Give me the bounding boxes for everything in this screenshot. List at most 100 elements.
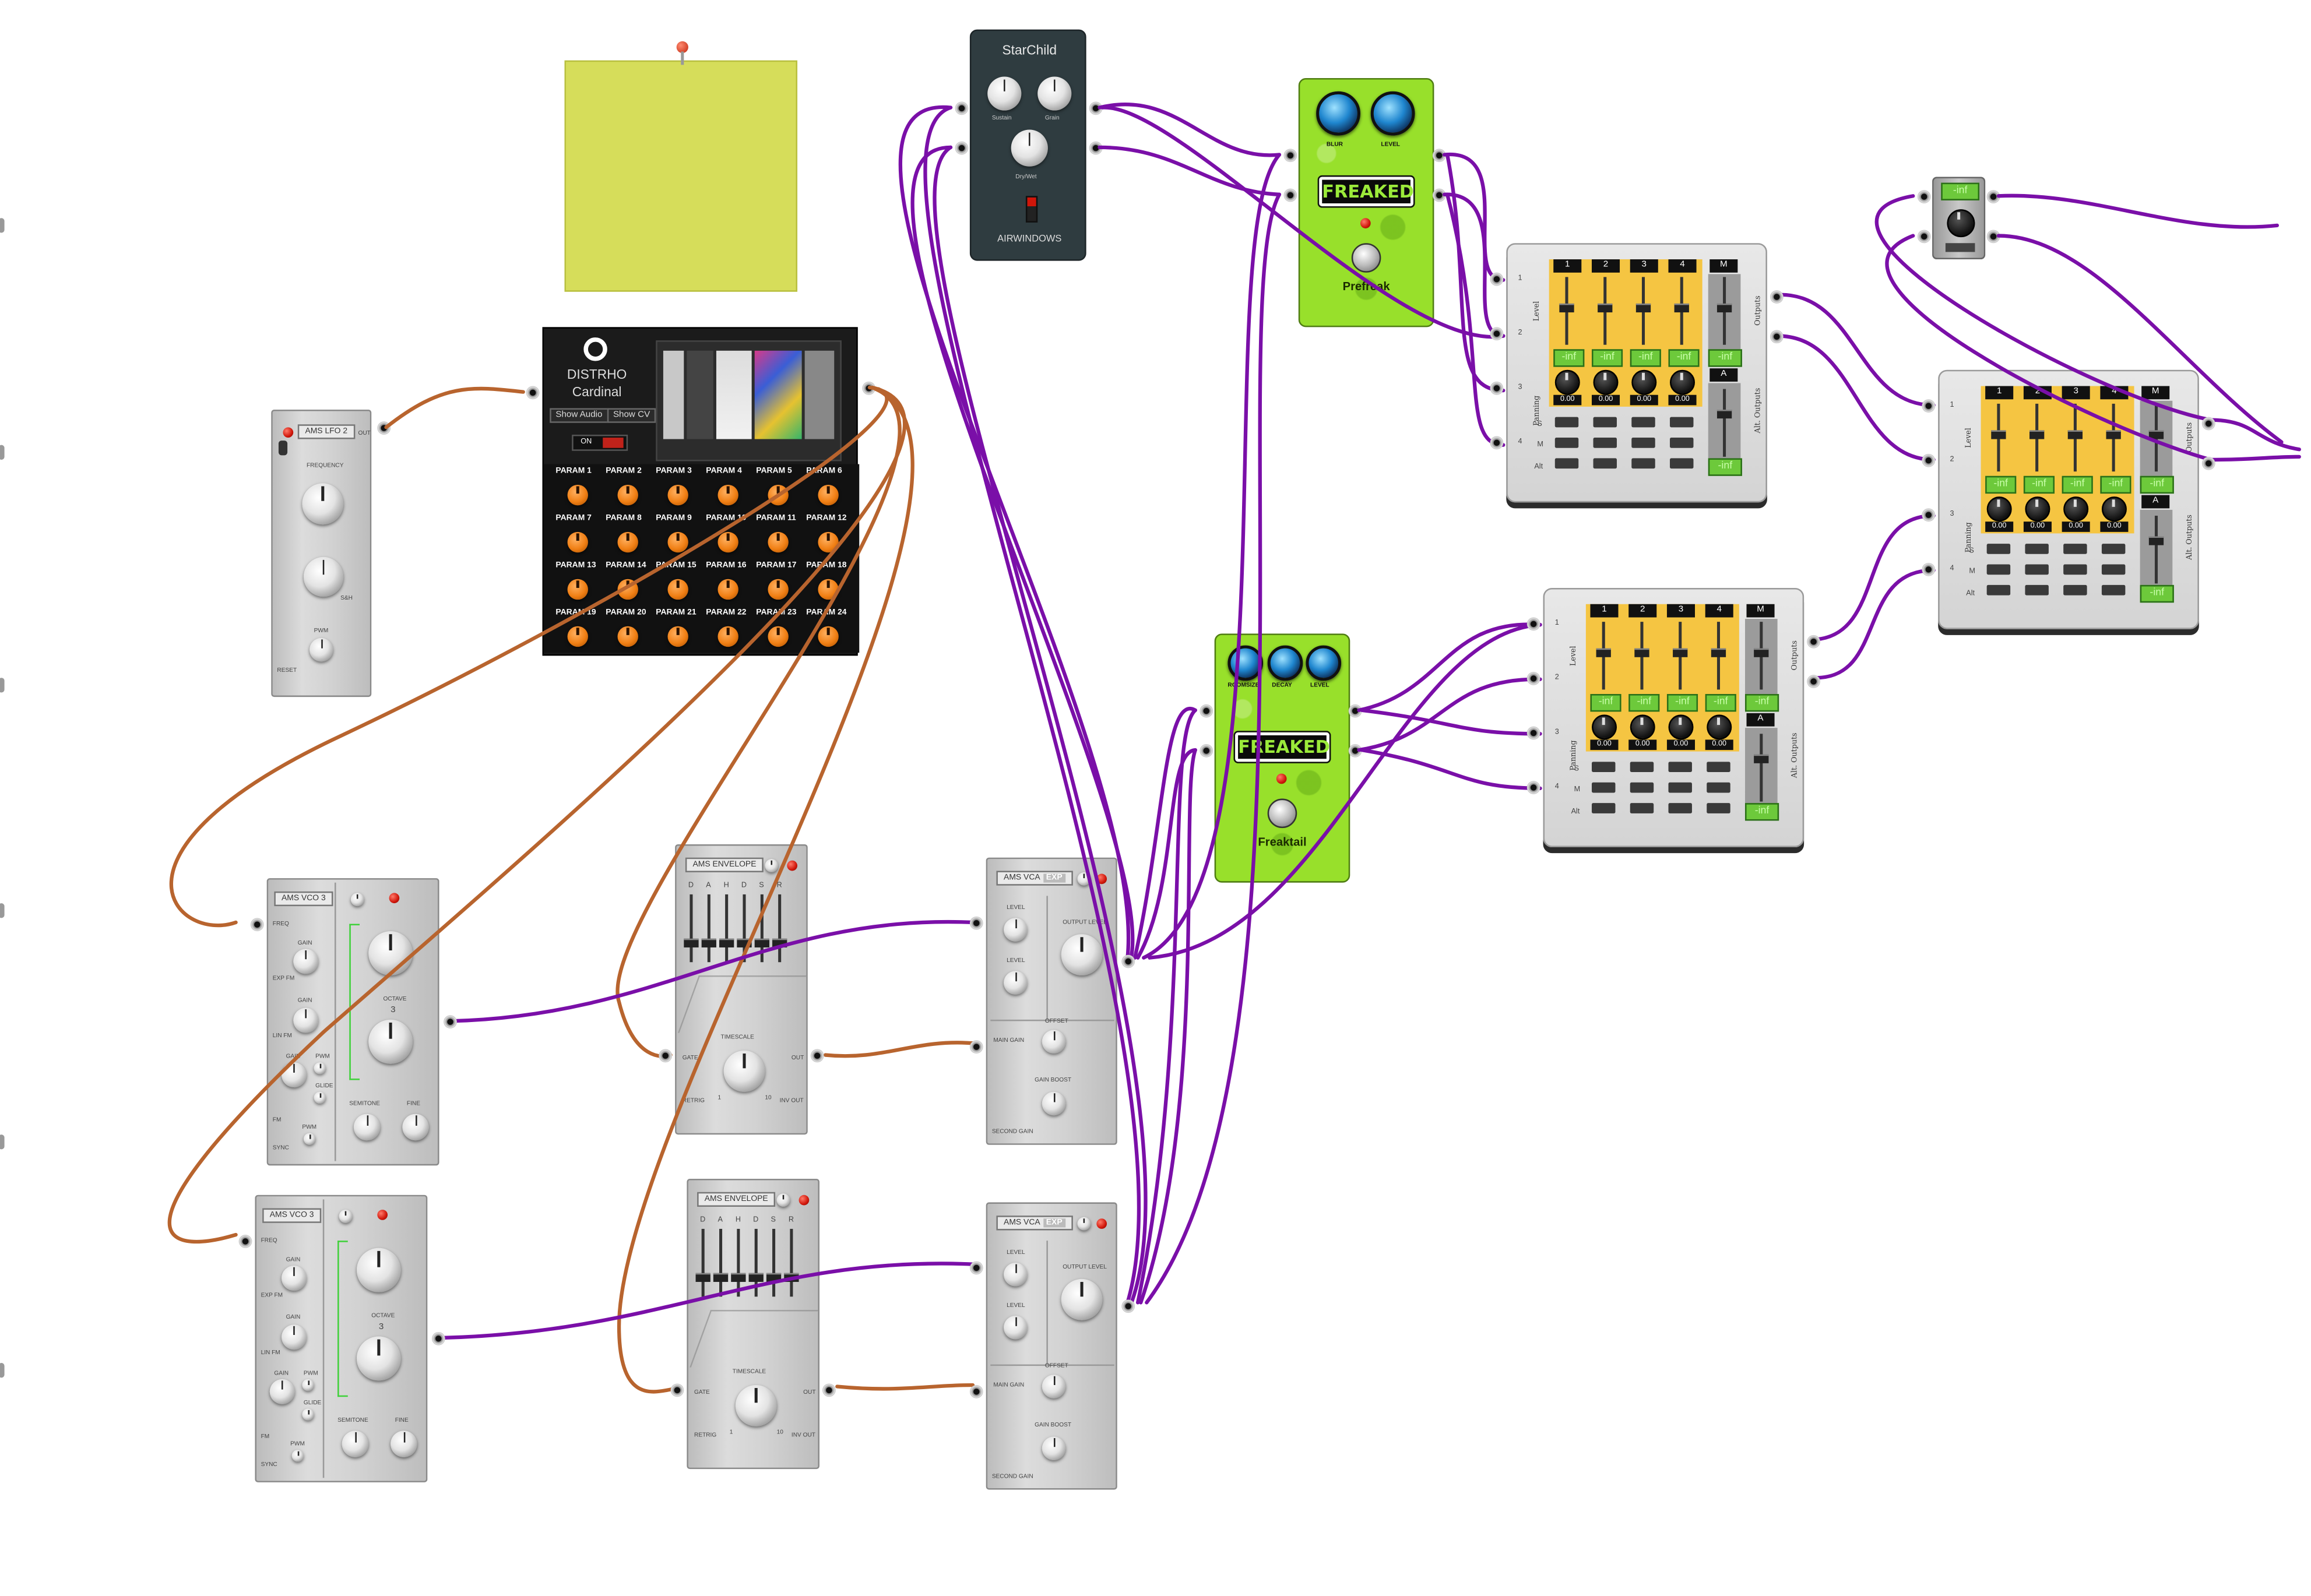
vca-output-level-knob[interactable] — [1061, 1278, 1103, 1320]
channel-button-2-2[interactable] — [2025, 564, 2049, 575]
channel-button-4-2[interactable] — [1707, 782, 1730, 793]
vca-level2-knob[interactable] — [1004, 971, 1028, 995]
mixer-b-input-jack-1[interactable] — [1526, 617, 1540, 631]
vco-expfm-gain-knob[interactable] — [281, 1266, 307, 1291]
aux-fader[interactable] — [1714, 389, 1735, 457]
vco-expfm-gain-knob[interactable] — [293, 949, 319, 974]
vca-offset-knob[interactable] — [1042, 1375, 1066, 1398]
vco-pwm-knob[interactable] — [314, 1062, 326, 1074]
cardinal-input-jack[interactable] — [526, 386, 540, 400]
param-knob-17[interactable] — [768, 579, 789, 600]
pan-knob-4[interactable] — [2101, 496, 2127, 522]
vco-octave-knob[interactable] — [356, 1336, 401, 1381]
env-2-out-jack[interactable] — [822, 1383, 836, 1397]
param-knob-12[interactable] — [818, 531, 839, 553]
channel-button-4-1[interactable] — [2101, 544, 2126, 554]
lfo-toggle-switch[interactable] — [278, 441, 288, 456]
fader-handle[interactable] — [1673, 648, 1688, 657]
channel-button-4-1[interactable] — [1707, 762, 1730, 773]
mixer-c-input-jack-1[interactable] — [1922, 399, 1936, 413]
prefreak-in-l-jack[interactable] — [1283, 149, 1297, 163]
vco-linfm-gain-knob[interactable] — [281, 1324, 307, 1350]
channel-button-3-3[interactable] — [2063, 584, 2087, 596]
vco-fine-knob[interactable] — [402, 1114, 429, 1141]
slider-handle[interactable] — [684, 938, 699, 947]
channel-button-1-2[interactable] — [1591, 782, 1616, 793]
vca-gain-boost-knob[interactable] — [1042, 1436, 1066, 1460]
pan-knob-3[interactable] — [1668, 714, 1694, 740]
pan-knob-3[interactable] — [1631, 369, 1657, 395]
channel-fader-4[interactable] — [1708, 622, 1729, 690]
env-mode-small-knob[interactable] — [765, 859, 779, 872]
decay-knob[interactable] — [1267, 645, 1303, 681]
mixer-c-input-jack-4[interactable] — [1922, 562, 1936, 576]
vco-fine-tune-small-knob[interactable] — [350, 893, 364, 907]
channel-button-2-2[interactable] — [1630, 782, 1654, 793]
channel-button-1-3[interactable] — [1591, 803, 1616, 813]
channel-button-3-1[interactable] — [1668, 762, 1692, 773]
sustain-knob[interactable] — [987, 76, 1022, 111]
vca-mode-small-knob[interactable] — [1077, 1217, 1091, 1231]
aux-fader[interactable] — [1751, 734, 1771, 802]
pan-knob-1[interactable] — [1554, 369, 1580, 395]
mixer-b-input-jack-4[interactable] — [1526, 781, 1540, 794]
vca-level2-knob[interactable] — [1004, 1316, 1028, 1340]
pan-knob-1[interactable] — [1591, 714, 1617, 740]
fader-handle[interactable] — [1598, 303, 1613, 313]
env-timescale-knob[interactable] — [723, 1050, 765, 1092]
on-toggle[interactable]: ON — [572, 434, 628, 451]
fader-handle[interactable] — [2148, 536, 2164, 545]
blur-knob[interactable] — [1316, 91, 1360, 136]
cardinal-output-jack[interactable] — [862, 381, 876, 395]
channel-button-3-2[interactable] — [1631, 438, 1655, 448]
vco-pwm2-knob[interactable] — [291, 1450, 304, 1462]
prefreak-out-l-jack[interactable] — [1432, 149, 1446, 163]
pan-knob-2[interactable] — [1593, 369, 1619, 395]
channel-button-3-1[interactable] — [2063, 544, 2087, 554]
vco-1-out-jack[interactable] — [444, 1015, 457, 1029]
param-knob-8[interactable] — [617, 531, 638, 553]
param-knob-16[interactable] — [717, 579, 738, 600]
param-knob-2[interactable] — [617, 484, 638, 506]
slider-handle[interactable] — [772, 938, 787, 947]
mixer-a-input-jack-3[interactable] — [1490, 381, 1504, 395]
vco-semitone-knob[interactable] — [353, 1114, 381, 1141]
small-level-in-2-jack[interactable] — [1917, 230, 1931, 244]
channel-button-2-3[interactable] — [2025, 584, 2049, 596]
vco-2-freq-jack[interactable] — [238, 1235, 252, 1248]
vco-pwm-knob[interactable] — [302, 1379, 314, 1391]
starchild-in-r-jack[interactable] — [955, 141, 969, 155]
freaktail-out-r-jack[interactable] — [1348, 744, 1362, 758]
vco-1-freq-jack[interactable] — [250, 918, 264, 932]
fader-handle[interactable] — [2106, 430, 2121, 439]
mixer-b-output-l-jack[interactable] — [1807, 635, 1820, 649]
slider-handle[interactable] — [731, 1273, 746, 1282]
vca-2-cv-jack[interactable] — [969, 1384, 983, 1398]
master-fader[interactable] — [1751, 622, 1771, 690]
mixer-c-output-r-jack[interactable] — [2201, 456, 2215, 470]
vco-semitone-knob[interactable] — [342, 1431, 369, 1457]
fader-handle[interactable] — [1716, 303, 1732, 313]
small-level-module[interactable]: -inf — [1932, 177, 1986, 260]
param-knob-4[interactable] — [717, 484, 738, 506]
pin-icon[interactable] — [676, 41, 688, 54]
channel-button-3-1[interactable] — [1631, 417, 1655, 428]
lfo-waveform-knob[interactable] — [303, 556, 344, 597]
fader-handle[interactable] — [1634, 648, 1649, 657]
param-knob-6[interactable] — [818, 484, 839, 506]
slider-handle[interactable] — [754, 938, 769, 947]
channel-button-1-1[interactable] — [1986, 544, 2011, 554]
channel-fader-3[interactable] — [1670, 622, 1690, 690]
param-knob-21[interactable] — [667, 626, 688, 647]
channel-button-2-2[interactable] — [1593, 438, 1617, 448]
pan-knob-1[interactable] — [1986, 496, 2012, 522]
drywet-knob[interactable] — [1011, 129, 1048, 167]
vco-linfm-gain-knob[interactable] — [293, 1007, 319, 1033]
channel-button-3-3[interactable] — [1631, 458, 1655, 469]
mixer-a-output-r-jack[interactable] — [1770, 330, 1784, 344]
channel-button-2-1[interactable] — [2025, 544, 2049, 554]
fader-handle[interactable] — [1754, 754, 1769, 763]
prefreak-footswitch[interactable] — [1351, 243, 1381, 273]
freaktail-pedal[interactable]: ROOMSIZE DECAY LEVEL FREAKED Freaktail — [1214, 633, 1350, 883]
